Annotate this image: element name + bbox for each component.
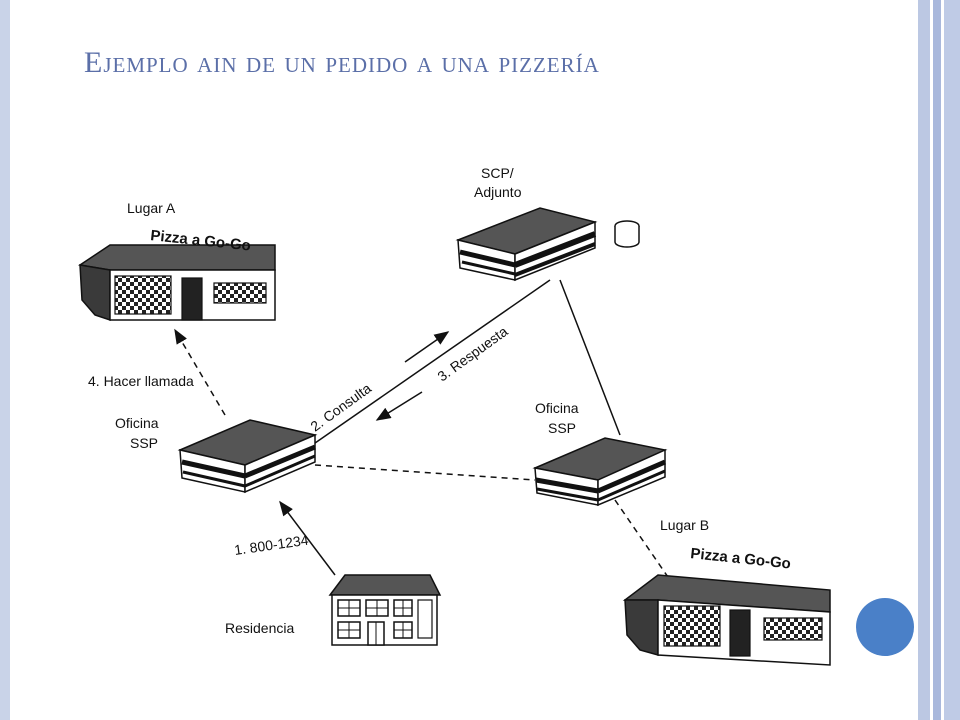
right-frame-divider [930, 0, 933, 720]
residencia-label: Residencia [225, 620, 294, 636]
step-4-label: 4. Hacer llamada [88, 373, 194, 389]
arrow-residence-to-ssp-a [279, 500, 336, 576]
oficina-b-label: Oficina [535, 400, 579, 416]
ssp-office-a [177, 419, 318, 494]
lugar-a-label: Lugar A [127, 200, 176, 216]
link-ssp-a-to-scp [304, 279, 551, 451]
dashed-link-ssp-a-to-lugar-a [174, 328, 226, 416]
step-1-label: 1. 800-1234 [233, 532, 309, 558]
slide-title: Ejemplo ain de un pedido a una pizzería [84, 46, 600, 79]
right-frame-bar-inner [933, 0, 941, 720]
database-icon [614, 220, 640, 248]
ssp-a-label: SSP [130, 435, 158, 451]
link-scp-to-ssp-b [559, 279, 621, 436]
step-2-label: 2. Consulta [307, 380, 374, 435]
scp-label-line1: SCP/ [481, 165, 514, 181]
left-frame-bar [0, 0, 10, 720]
scp-label-line2: Adjunto [474, 184, 522, 200]
right-frame-bar-outer [944, 0, 960, 720]
pizza-sign-b: Pizza a Go-Go [690, 545, 792, 572]
ain-network-diagram: Lugar A Pizza a Go-Go SCP/ Adjunto [78, 165, 831, 666]
dashed-link-ssp-b-to-lugar-b [614, 499, 671, 581]
ssp-office-b [532, 437, 668, 507]
arrow-consulta [404, 331, 450, 363]
scp-adjunto-building [455, 207, 598, 282]
ssp-b-label: SSP [548, 420, 576, 436]
right-frame-bar [918, 0, 930, 720]
right-frame-divider [941, 0, 944, 720]
dashed-link-ssp-a-to-ssp-b [314, 464, 536, 481]
pizzeria-lugar-b [622, 574, 831, 666]
pizzeria-lugar-a [78, 244, 276, 322]
residence-house [328, 574, 442, 646]
decorative-circle [856, 598, 914, 656]
arrow-respuesta [375, 391, 423, 421]
lugar-b-label: Lugar B [660, 517, 709, 533]
step-3-label: 3. Respuesta [434, 323, 510, 385]
oficina-a-label: Oficina [115, 415, 159, 431]
